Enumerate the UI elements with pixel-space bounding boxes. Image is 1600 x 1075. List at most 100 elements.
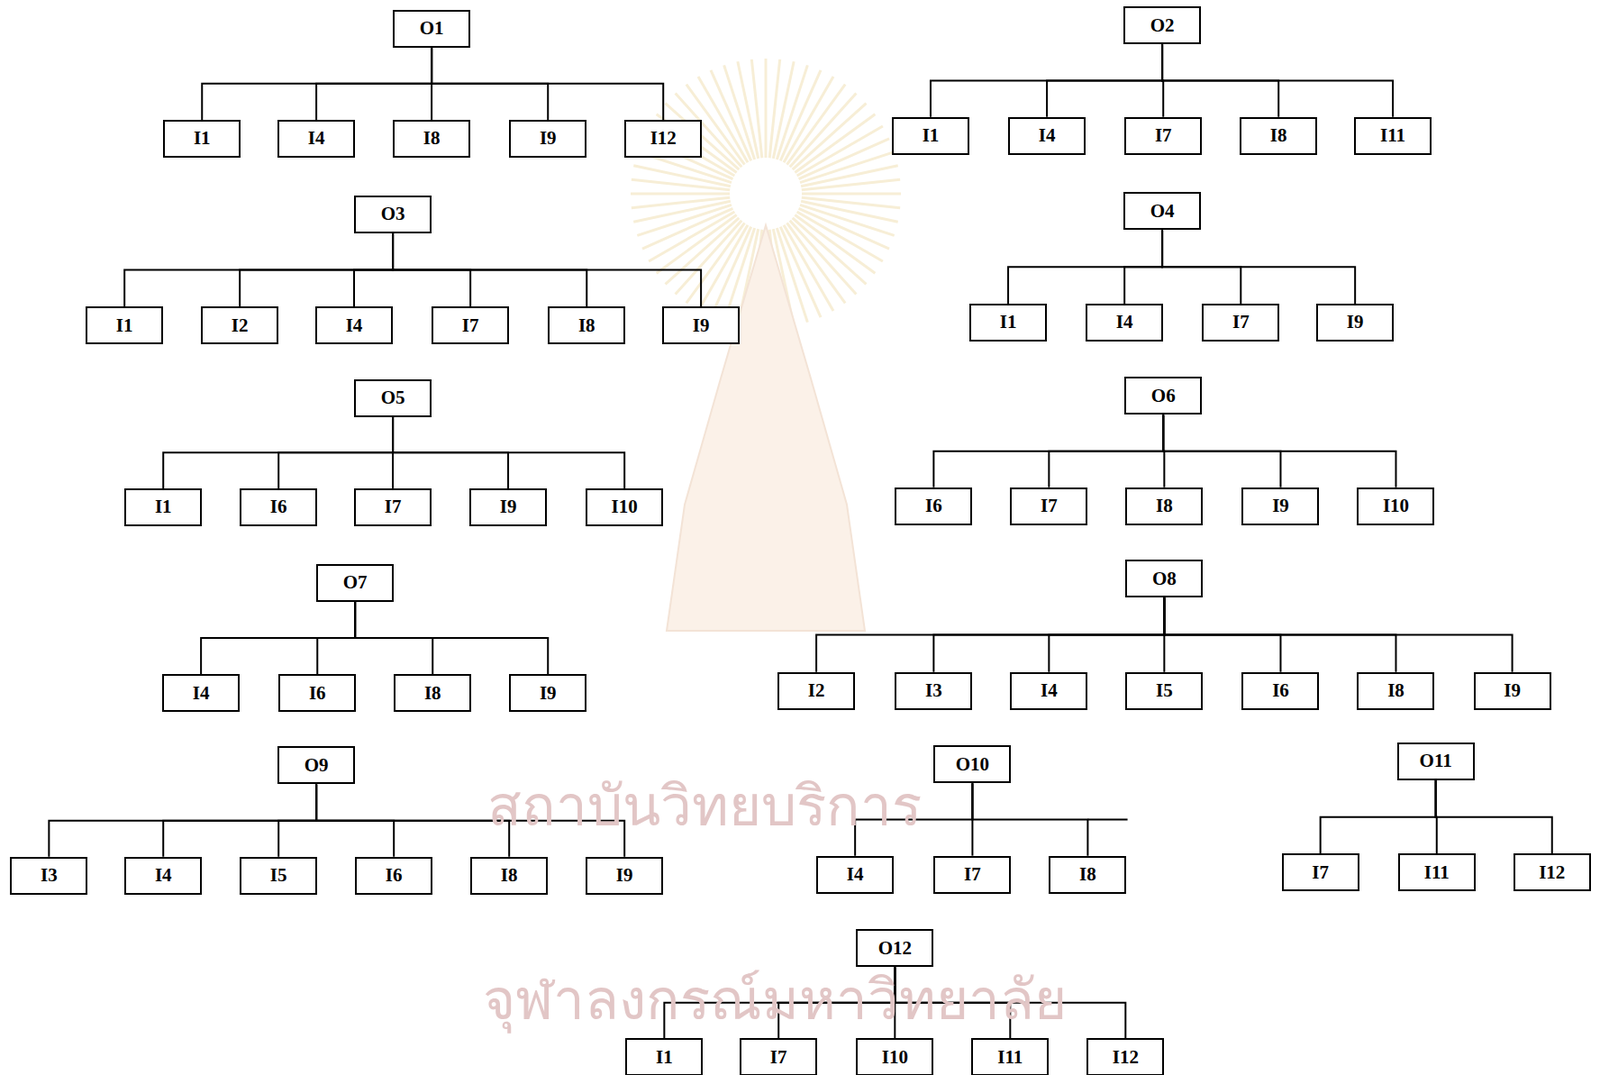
watermark-text: จุฬาลงกรณ์มหาวิทยาลัย — [482, 969, 1067, 1031]
tree-box: O11 — [1397, 742, 1475, 781]
tree-box: I1 — [969, 303, 1047, 342]
box-label: I1 — [193, 127, 211, 149]
tree-box: O4 — [1123, 191, 1201, 230]
tree-box: I7 — [1201, 303, 1280, 342]
tree-connector — [1124, 229, 1163, 303]
box-label: I11 — [1424, 862, 1450, 883]
tree-box: O6 — [1124, 376, 1202, 415]
tree-box: I7 — [431, 306, 510, 345]
tree-box: I7 — [1009, 487, 1088, 526]
box-label: O3 — [381, 203, 406, 225]
box-label: I11 — [1380, 125, 1406, 146]
box-label: I8 — [1155, 495, 1173, 517]
box-label: I5 — [270, 864, 288, 886]
box-label: I7 — [1040, 495, 1058, 517]
tree-box: O7 — [316, 563, 394, 602]
emblem-ray — [772, 61, 794, 159]
box-label: I7 — [384, 496, 402, 518]
tree-box: I7 — [1281, 853, 1360, 891]
box-label: I9 — [1503, 680, 1521, 701]
tree-connector — [200, 601, 355, 674]
tree-box: I3 — [9, 856, 88, 895]
emblem-ray — [790, 93, 857, 168]
tree-box: I12 — [624, 119, 702, 158]
tree-connector — [1162, 44, 1393, 117]
emblem-ray — [764, 58, 768, 158]
box-label: I8 — [578, 315, 596, 337]
tree-connector — [392, 417, 625, 489]
tree-box: I9 — [662, 306, 740, 345]
box-label: I10 — [1382, 495, 1410, 517]
emblem-ray — [790, 220, 857, 295]
box-label: I9 — [692, 315, 710, 337]
tree-box: I10 — [855, 1037, 934, 1075]
box-label: O8 — [1152, 568, 1177, 590]
emblem-ray — [737, 61, 759, 159]
tree-box: I7 — [1124, 117, 1202, 155]
tree-box: I9 — [469, 488, 547, 527]
emblem-ray — [801, 197, 900, 208]
box-label: I4 — [192, 682, 210, 704]
box-label: I5 — [1155, 680, 1173, 701]
tree-box: I6 — [239, 488, 318, 527]
tree-box: O12 — [855, 928, 934, 967]
box-label: I6 — [270, 496, 288, 518]
tree-connector — [317, 601, 355, 674]
tree-box: I1 — [85, 306, 164, 345]
tree-connector — [431, 47, 664, 120]
box-label: I3 — [40, 864, 58, 886]
tree-box: I7 — [739, 1037, 818, 1075]
tree-box: I6 — [894, 487, 973, 526]
tree-box: I8 — [547, 306, 626, 345]
tree-box: I2 — [200, 306, 279, 345]
tree-box: I9 — [509, 119, 587, 158]
tree-connector — [1162, 229, 1355, 303]
box-label: I8 — [1079, 863, 1097, 885]
tree-box: I3 — [894, 672, 973, 710]
tree-connector — [392, 233, 701, 307]
tree-box: I6 — [278, 673, 356, 712]
tree-connector — [48, 783, 317, 856]
emblem-ray — [633, 165, 731, 187]
box-label: I8 — [423, 127, 441, 149]
box-label: I4 — [846, 863, 864, 885]
tree-box: O3 — [354, 195, 432, 234]
tree-connector — [239, 233, 393, 307]
emblem-ray — [801, 179, 900, 190]
box-label: I6 — [1272, 680, 1290, 701]
tree-box: O9 — [277, 745, 355, 784]
box-label: I8 — [1270, 125, 1288, 146]
tree-box: I1 — [891, 117, 970, 155]
tree-box: I1 — [625, 1037, 703, 1075]
tree-connector — [278, 783, 317, 856]
tree-box: I9 — [1241, 487, 1319, 526]
tree-box: O1 — [392, 9, 471, 48]
box-label: I1 — [154, 496, 173, 518]
box-label: I7 — [963, 863, 982, 885]
tree-box: I4 — [1085, 303, 1164, 342]
tree-box: I11 — [971, 1037, 1049, 1075]
tree-box: I10 — [585, 488, 664, 527]
box-label: I4 — [1040, 680, 1058, 701]
tree-box: I4 — [124, 856, 202, 895]
tree-connector — [278, 417, 393, 489]
box-label: O6 — [1151, 385, 1176, 407]
emblem-ray — [636, 204, 732, 236]
emblem-ray — [800, 165, 899, 187]
tree-box: I1 — [124, 488, 202, 527]
tree-box: I11 — [1354, 117, 1432, 155]
tree-connector — [1048, 414, 1164, 487]
watermark-text: สถาบันวิทยบริการ — [487, 775, 922, 837]
tree-box: I12 — [1086, 1037, 1164, 1075]
box-label: I10 — [881, 1046, 909, 1068]
emblem-ray — [800, 200, 899, 222]
box-label: I6 — [925, 495, 943, 517]
tree-box: I5 — [1125, 672, 1203, 710]
tree-box: I8 — [1048, 855, 1127, 894]
box-label: I7 — [1311, 862, 1329, 883]
emblem-ray — [751, 59, 762, 158]
emblem-pagoda — [666, 225, 865, 631]
box-label: I9 — [1346, 311, 1364, 333]
